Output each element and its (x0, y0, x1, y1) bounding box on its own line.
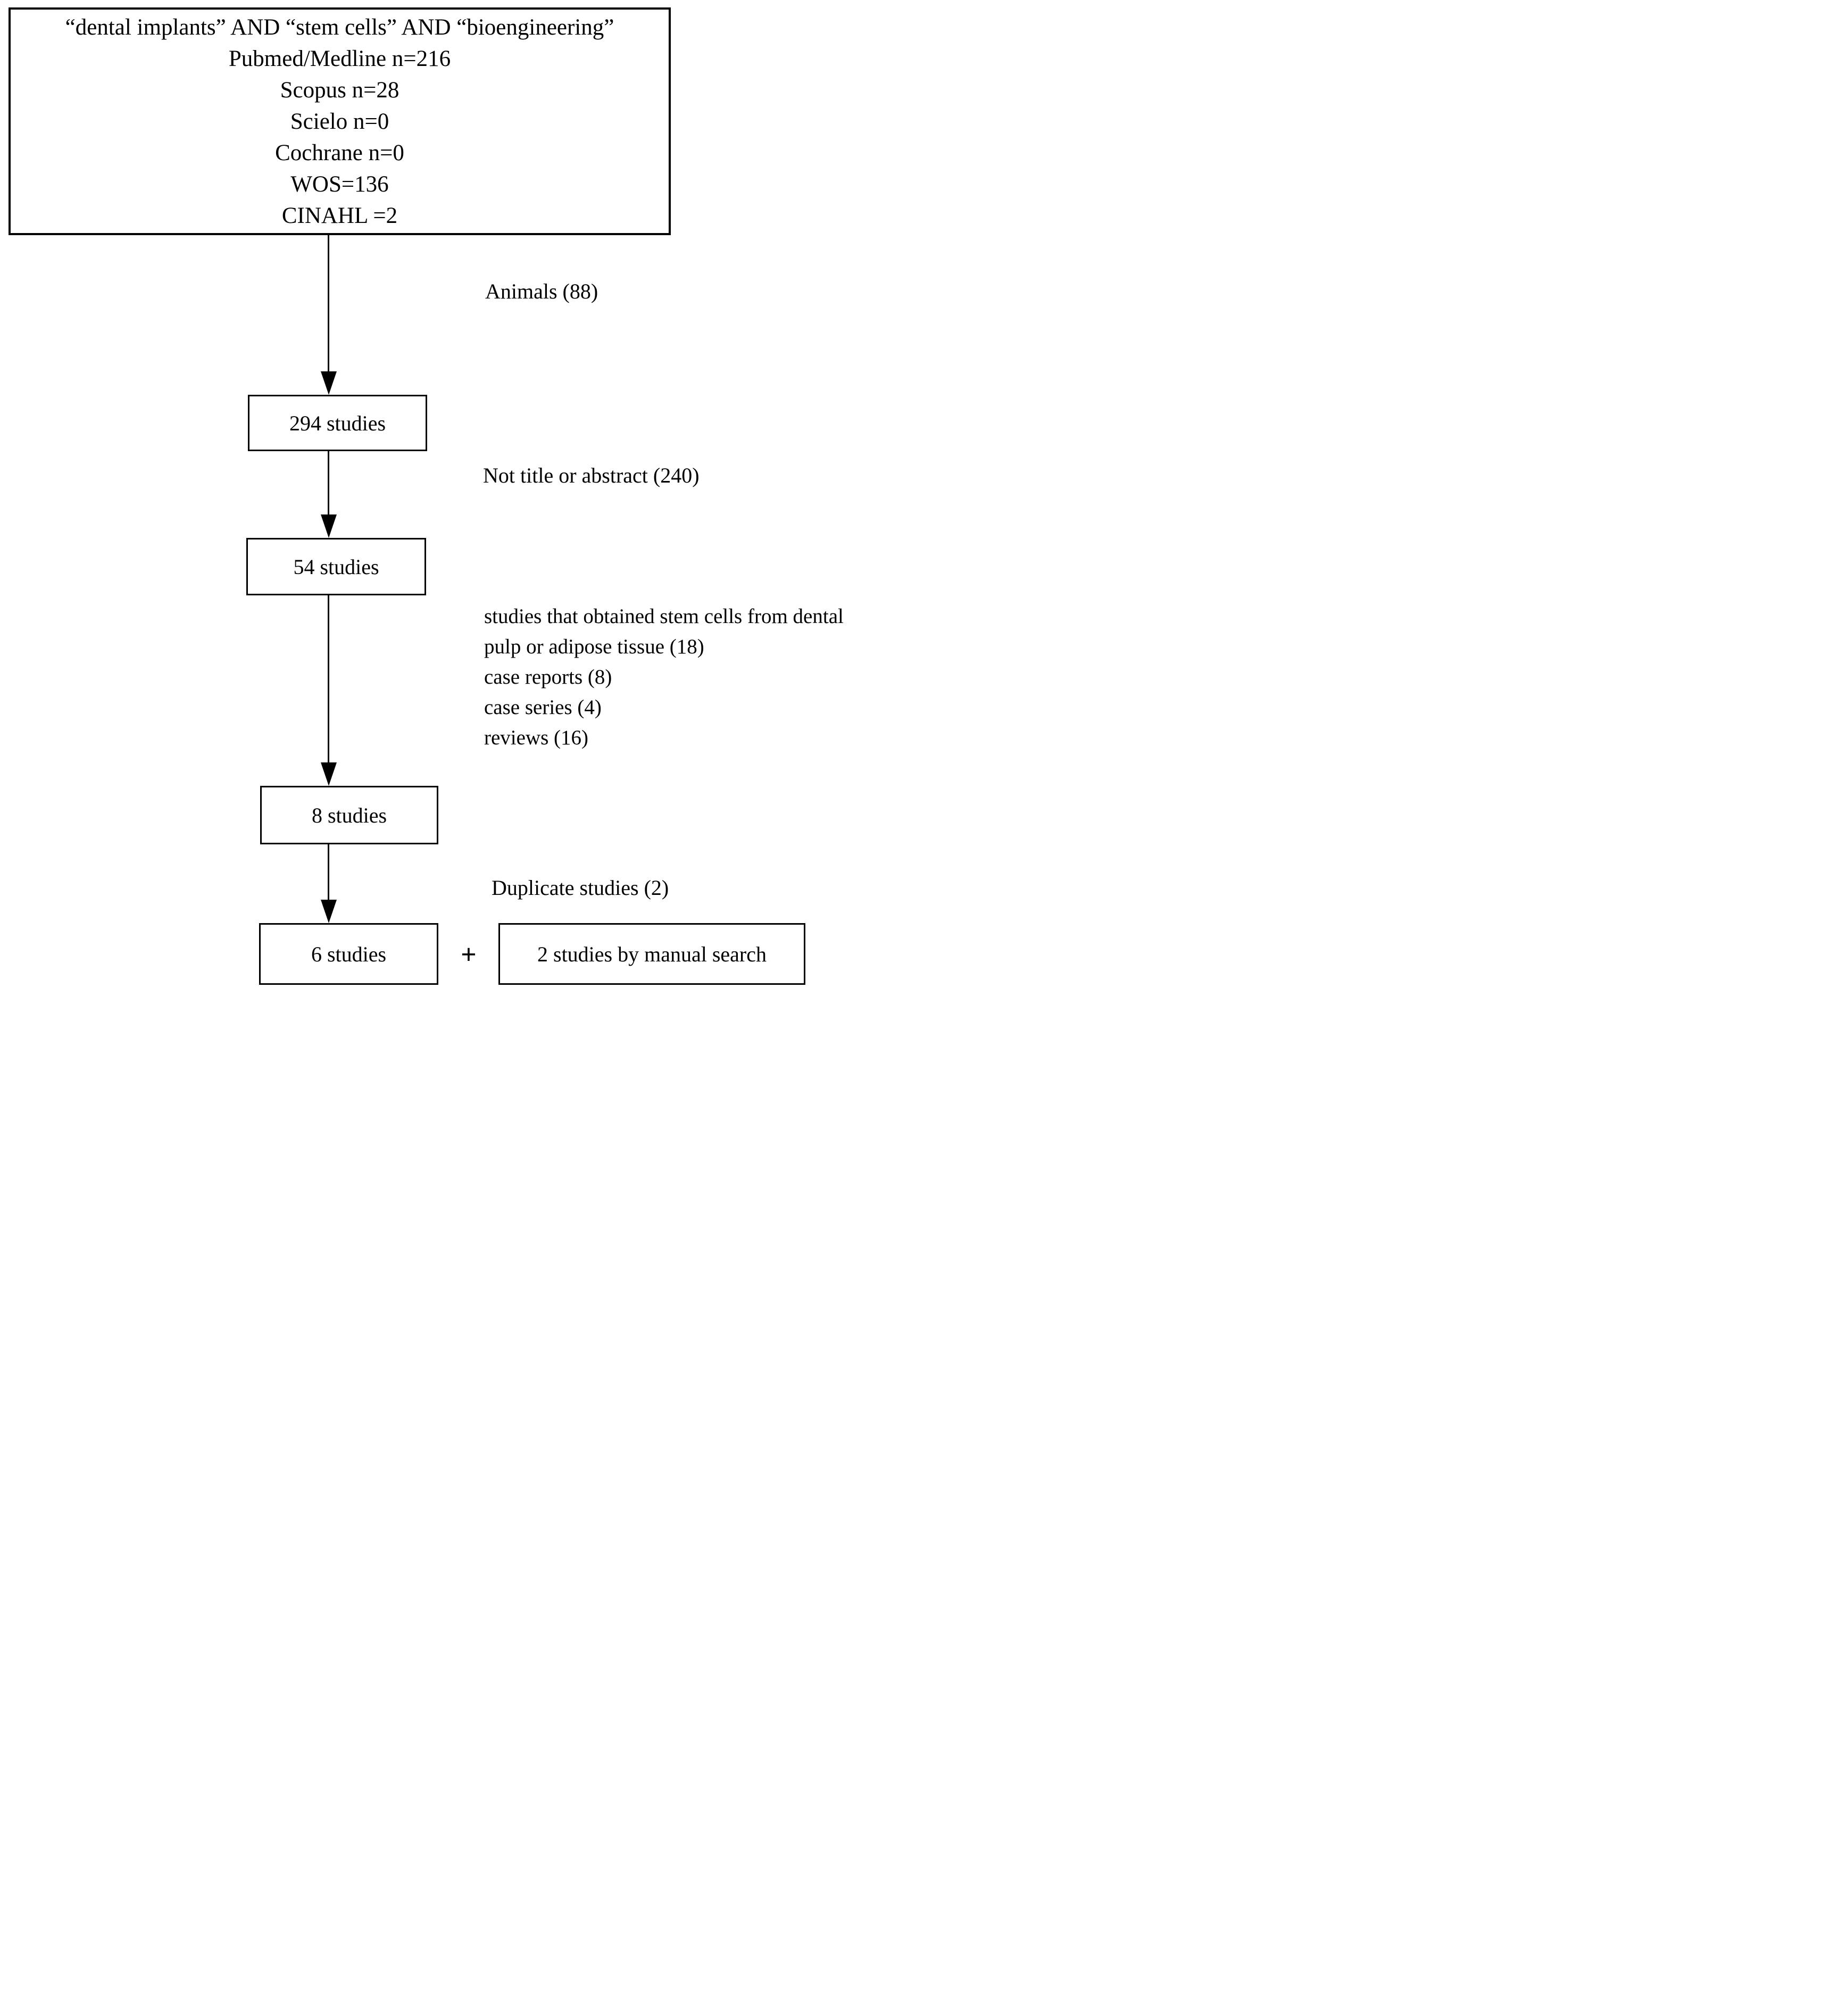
search-query-text: “dental implants” AND “stem cells” AND “… (65, 14, 614, 40)
search-sources-box: “dental implants” AND “stem cells” AND “… (9, 7, 671, 235)
exclusion-label-duplicates: Duplicate studies (2) (492, 876, 669, 900)
node-294-studies-label: 294 studies (289, 411, 386, 435)
source-pubmed-medline: Pubmed/Medline n=216 (228, 46, 451, 71)
exclusion-label-not-title-or-abstract: Not title or abstract (240) (483, 463, 700, 487)
connector-line-1 (328, 235, 329, 375)
arrow-down-icon-3 (321, 762, 337, 786)
exclusion-line-case-series: case series (4) (484, 696, 602, 719)
exclusion-label-animals: Animals (88) (485, 279, 598, 303)
study-selection-flowchart: “dental implants” AND “stem cells” AND “… (0, 0, 924, 1005)
node-6-studies: 6 studies (259, 923, 438, 985)
node-54-studies-label: 54 studies (293, 554, 379, 579)
arrow-down-icon-2 (321, 514, 337, 538)
source-scielo: Scielo n=0 (290, 109, 389, 134)
exclusion-line-case-reports: case reports (8) (484, 666, 612, 688)
node-8-studies: 8 studies (260, 786, 438, 844)
node-6-studies-label: 6 studies (311, 942, 387, 966)
node-manual-search-studies: 2 studies by manual search (498, 923, 805, 985)
exclusion-line-reviews: reviews (16) (484, 726, 589, 749)
plus-sign: + (461, 939, 477, 970)
arrow-down-icon-1 (321, 371, 337, 395)
connector-line-3 (328, 595, 329, 763)
arrow-down-icon-4 (321, 900, 337, 923)
exclusion-label-after-54: studies that obtained stem cells from de… (484, 601, 844, 753)
node-54-studies: 54 studies (246, 538, 426, 595)
exclusion-line-pulp-adipose: pulp or adipose tissue (18) (484, 635, 704, 658)
node-manual-search-label: 2 studies by manual search (537, 942, 767, 966)
source-cochrane: Cochrane n=0 (275, 140, 404, 165)
connector-line-4 (328, 844, 329, 901)
connector-line-2 (328, 451, 329, 516)
exclusion-line-stem-cells: studies that obtained stem cells from de… (484, 605, 844, 628)
source-cinahl: CINAHL =2 (281, 203, 398, 228)
node-294-studies: 294 studies (248, 395, 427, 451)
node-8-studies-label: 8 studies (311, 803, 387, 827)
source-scopus: Scopus n=28 (280, 77, 399, 103)
source-wos: WOS=136 (290, 171, 389, 197)
